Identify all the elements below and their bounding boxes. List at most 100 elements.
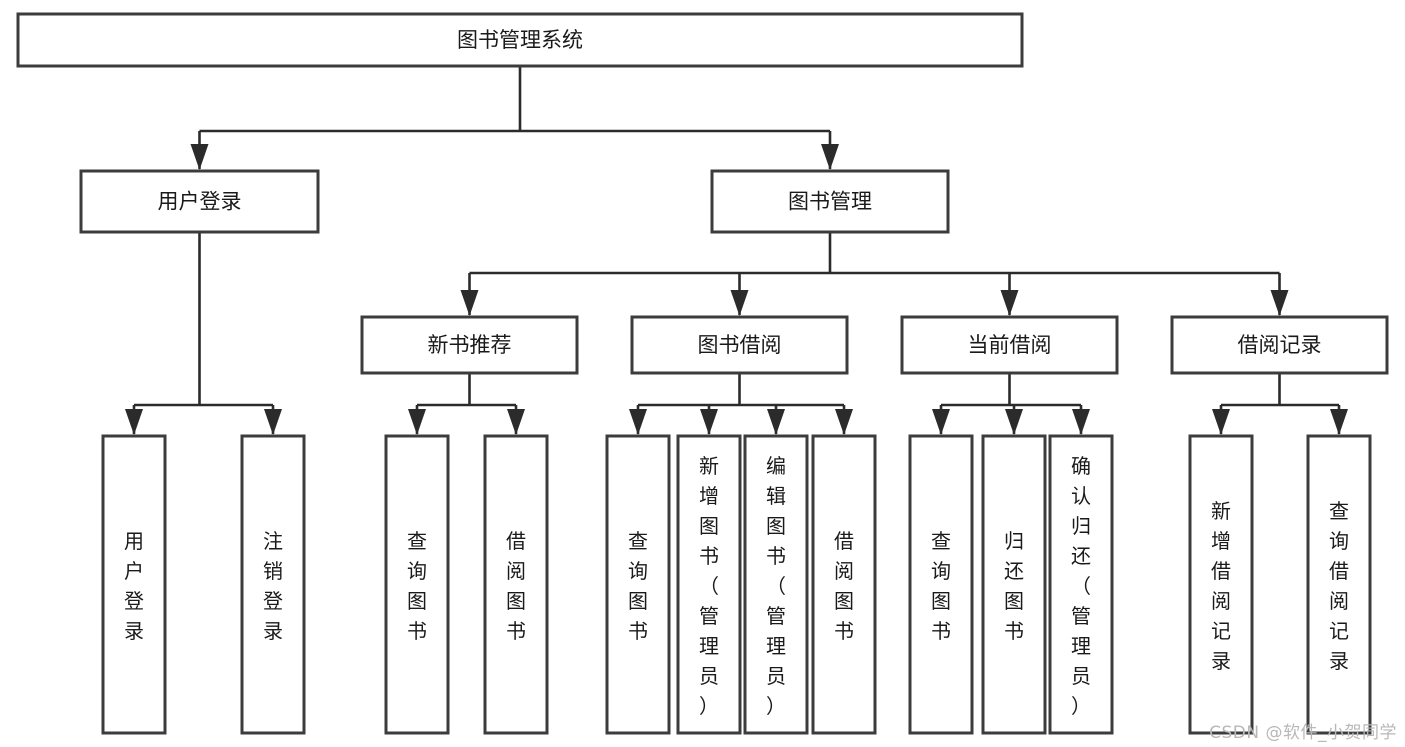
svg-text:查: 查 bbox=[407, 529, 427, 553]
svg-text:书: 书 bbox=[407, 619, 427, 643]
node-box-book-manage bbox=[710, 169, 950, 234]
node-book-manage[interactable]: 图书管理 bbox=[710, 169, 950, 234]
node-box-leaf-query-book-borrow bbox=[605, 434, 671, 735]
arrow-head-icon-new-book-recommend bbox=[460, 290, 479, 316]
svg-text:）: ） bbox=[1071, 694, 1091, 718]
arrow-head-icon-leaf-edit-book bbox=[767, 409, 785, 435]
node-new-book-recommend[interactable]: 新书推荐 bbox=[360, 315, 579, 375]
arrow-head-icon-leaf-query-book-current bbox=[932, 409, 950, 435]
svg-text:确: 确 bbox=[1071, 454, 1091, 478]
svg-text:图: 图 bbox=[407, 589, 427, 613]
node-box-leaf-query-book-current bbox=[908, 434, 974, 735]
svg-text:书: 书 bbox=[699, 544, 719, 568]
svg-text:书: 书 bbox=[931, 619, 951, 643]
node-label-book-manage: 图书管理 bbox=[788, 190, 872, 214]
svg-text:书: 书 bbox=[506, 619, 526, 643]
node-box-leaf-user-login bbox=[101, 434, 167, 735]
node-label-new-book-recommend: 新书推荐 bbox=[428, 333, 512, 357]
arrow-head-icon-leaf-query-book-recommend bbox=[408, 409, 426, 435]
svg-text:管: 管 bbox=[766, 604, 786, 628]
svg-text:归: 归 bbox=[1004, 529, 1024, 553]
svg-text:阅: 阅 bbox=[834, 559, 854, 583]
node-layer: 图书管理系统用户登录图书管理新书推荐图书借阅当前借阅借阅记录用户登录注销登录查询… bbox=[16, 12, 1389, 735]
node-box-leaf-borrow-book bbox=[811, 434, 877, 735]
node-box-leaf-query-borrow-record bbox=[1306, 434, 1372, 735]
svg-text:录: 录 bbox=[1211, 649, 1231, 673]
node-root[interactable]: 图书管理系统 bbox=[16, 12, 1024, 68]
svg-text:询: 询 bbox=[407, 559, 427, 583]
arrow-head-icon-leaf-logout bbox=[264, 409, 282, 435]
svg-text:）: ） bbox=[766, 694, 786, 718]
connector-layer bbox=[125, 66, 1348, 435]
svg-text:录: 录 bbox=[124, 619, 144, 643]
svg-text:录: 录 bbox=[1329, 649, 1349, 673]
svg-text:记: 记 bbox=[1329, 619, 1349, 643]
svg-text:理: 理 bbox=[1071, 634, 1091, 658]
svg-text:户: 户 bbox=[124, 559, 144, 583]
watermark-label: CSDN @软件_小贺同学 bbox=[1209, 723, 1397, 743]
arrow-head-icon-leaf-add-book bbox=[700, 409, 718, 435]
svg-text:图: 图 bbox=[766, 514, 786, 538]
arrow-head-icon-leaf-query-book-borrow bbox=[629, 409, 647, 435]
arrow-head-icon-user-login bbox=[190, 144, 209, 170]
node-box-leaf-edit-book bbox=[743, 434, 809, 735]
node-leaf-user-login[interactable]: 用户登录 bbox=[101, 434, 167, 735]
node-box-user-login bbox=[79, 169, 320, 234]
svg-text:查: 查 bbox=[628, 529, 648, 553]
svg-text:员: 员 bbox=[766, 664, 786, 688]
svg-text:销: 销 bbox=[263, 559, 283, 583]
node-user-login[interactable]: 用户登录 bbox=[79, 169, 320, 234]
svg-text:归: 归 bbox=[1071, 514, 1091, 538]
arrow-head-icon-current-borrow bbox=[1000, 290, 1019, 316]
svg-text:图: 图 bbox=[628, 589, 648, 613]
node-label-root: 图书管理系统 bbox=[457, 28, 583, 52]
arrow-head-icon-leaf-user-login bbox=[125, 409, 143, 435]
svg-text:理: 理 bbox=[699, 634, 719, 658]
node-label-leaf-user-login: 用户登录 bbox=[124, 529, 144, 643]
svg-text:用: 用 bbox=[124, 529, 144, 553]
arrow-head-icon-leaf-borrow-book bbox=[835, 409, 853, 435]
node-borrow-record[interactable]: 借阅记录 bbox=[1170, 315, 1389, 375]
svg-text:借: 借 bbox=[834, 529, 854, 553]
node-book-borrow[interactable]: 图书借阅 bbox=[630, 315, 849, 375]
node-box-leaf-borrow-book-recommend bbox=[483, 434, 549, 735]
node-box-leaf-query-book-recommend bbox=[384, 434, 450, 735]
svg-text:管: 管 bbox=[699, 604, 719, 628]
svg-text:图: 图 bbox=[506, 589, 526, 613]
svg-text:登: 登 bbox=[263, 589, 283, 613]
arrow-head-icon-borrow-record bbox=[1270, 290, 1289, 316]
svg-text:书: 书 bbox=[628, 619, 648, 643]
svg-text:增: 增 bbox=[1211, 529, 1231, 553]
node-box-leaf-add-borrow-record bbox=[1188, 434, 1254, 735]
svg-text:借: 借 bbox=[506, 529, 526, 553]
node-box-current-borrow bbox=[900, 315, 1119, 375]
node-current-borrow[interactable]: 当前借阅 bbox=[900, 315, 1119, 375]
node-box-new-book-recommend bbox=[360, 315, 579, 375]
svg-text:阅: 阅 bbox=[1211, 589, 1231, 613]
arrow-head-icon-leaf-return-book bbox=[1005, 409, 1023, 435]
svg-text:借: 借 bbox=[1329, 559, 1349, 583]
arrow-head-icon-leaf-borrow-book-recommend bbox=[507, 409, 525, 435]
svg-text:图: 图 bbox=[834, 589, 854, 613]
node-label-current-borrow: 当前借阅 bbox=[968, 333, 1052, 357]
